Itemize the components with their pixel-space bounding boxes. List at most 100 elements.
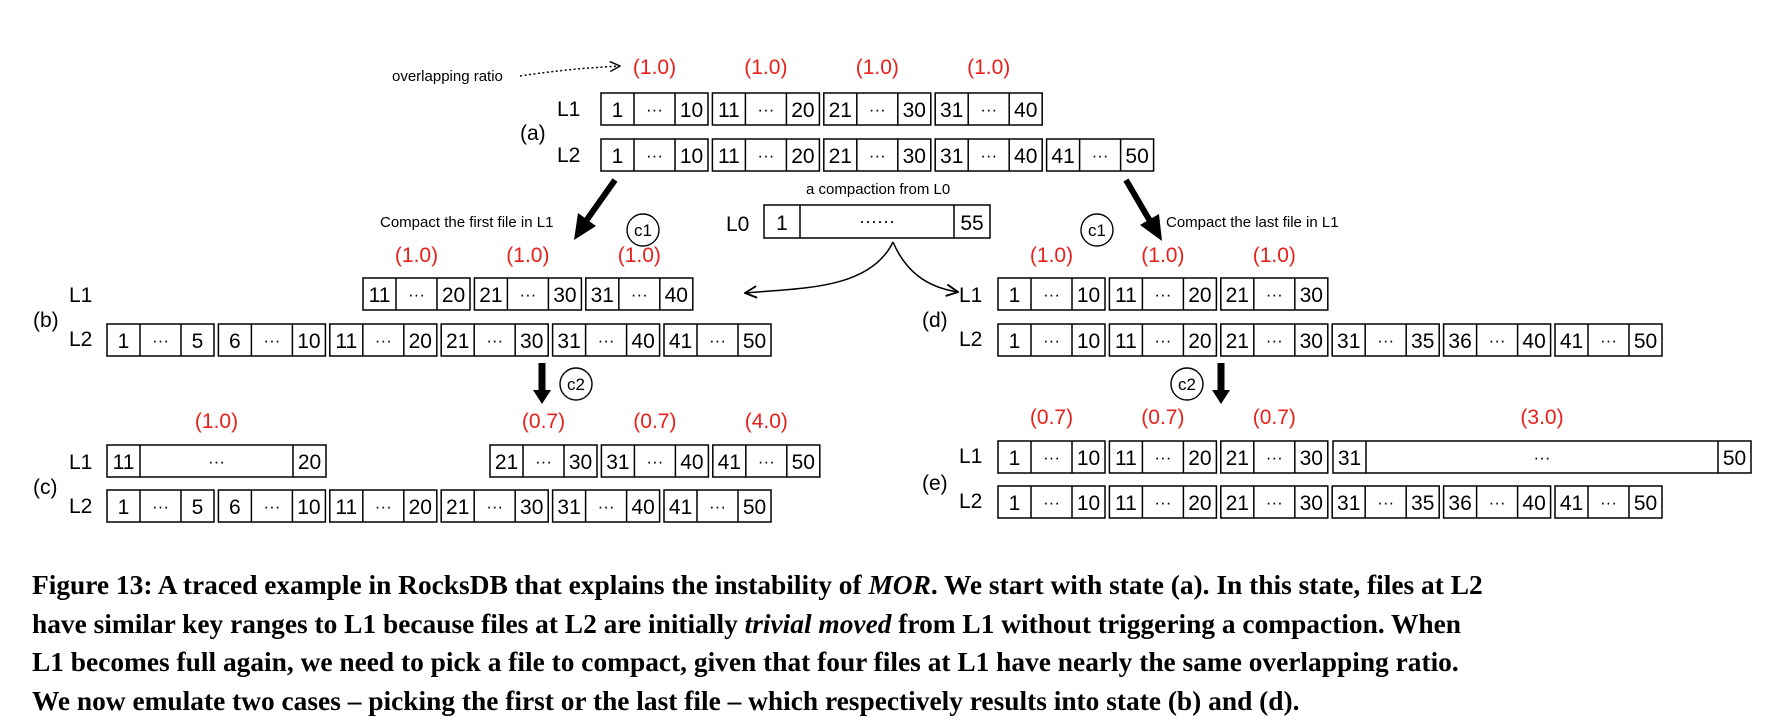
L0-to-b-arrow [745,241,894,293]
file-min-key: 1 [1009,447,1021,470]
file-min-key: 41 [718,451,741,474]
state-e-L2-file-4: 31···35 [1331,485,1440,519]
file-max-key: 30 [553,284,576,307]
caption-line-2-a: have similar key ranges to L1 because fi… [32,608,745,639]
caption-line-1: Figure 13: A traced example in RocksDB t… [32,566,1762,605]
state-e-L1-file-2: 11···20 [1108,440,1218,474]
state-c-L1-file-3: 31···40 [600,444,710,478]
file-min-key: 1 [118,330,130,353]
file-min-key: 6 [229,496,241,519]
file-min-key: 21 [495,451,518,474]
file-max-key: 35 [1411,330,1434,353]
state-e-L2-file-1: 1···10 [997,485,1106,519]
c1-marker-left-text: c1 [634,221,652,240]
file-ellipsis: ··· [1266,285,1283,304]
file-ellipsis: ··· [1489,493,1506,512]
state-c-L2-file-5: 31···40 [551,489,661,523]
state-d-ratio-1: (1.0) [1030,244,1073,267]
file-min-key: 21 [446,496,469,519]
file-max-key: 40 [1014,145,1037,168]
file-min-key: 41 [669,496,692,519]
c1-marker-right: c1 [1080,213,1114,247]
file-max-key: 30 [1300,492,1323,515]
file-min-key: 31 [1337,492,1360,515]
file-max-key: 30 [520,496,543,519]
file-ellipsis: ··· [263,331,280,350]
file-min-key: 1 [1009,492,1021,515]
file-min-key: 11 [335,496,357,519]
file-ellipsis: ··· [535,452,552,471]
file-ellipsis: ··· [709,497,726,516]
file-ellipsis: ··· [709,331,726,350]
state-e-L1-file-4: 31···50 [1332,440,1752,474]
file-ellipsis: ··· [152,331,169,350]
file-ellipsis: ··· [1600,493,1617,512]
file-ellipsis: ··· [980,100,997,119]
state-a-L2-file-5: 41···50 [1045,138,1155,172]
level-label-c-L2: L2 [69,495,92,518]
state-c-ratio-4: (4.0) [745,410,788,433]
level-label-e-L2: L2 [959,490,982,513]
state-c-ratio-2: (0.7) [522,410,565,433]
file-max-key: 30 [903,99,926,122]
state-c-ratio-3: (0.7) [633,410,676,433]
file-min-key: 36 [1448,492,1471,515]
state-d-L2-file-4: 31···35 [1331,323,1440,357]
file-ellipsis: ··· [208,452,225,471]
L0-to-d-arrow [892,241,958,292]
file-ellipsis: ··· [757,146,774,165]
file-max-key: 40 [1014,99,1037,122]
state-c-L1-file-2: 21···30 [489,444,598,478]
compact-last-label: Compact the last file in L1 [1166,214,1339,231]
file-ellipsis: ··· [631,285,648,304]
file-ellipsis: ··· [375,497,392,516]
state-c-L2-file-1: 1···5 [106,489,215,523]
a-to-b-arrow [574,178,618,240]
file-max-key: 50 [1634,330,1657,353]
state-c-label: (c) [33,476,58,499]
caption-line-2: have similar key ranges to L1 because fi… [32,605,1762,644]
file-ellipsis: ··· [598,497,615,516]
d-to-e-arrow [1212,363,1230,404]
file-ellipsis: ··· [869,100,886,119]
file-ellipsis: ··· [869,146,886,165]
file-min-key: 21 [1226,330,1249,353]
compact-first-label: Compact the first file in L1 [380,214,553,231]
file-min-key: 21 [1226,447,1249,470]
figure-caption: Figure 13: A traced example in RocksDB t… [32,566,1762,720]
file-ellipsis: ··· [486,497,503,516]
state-e-L2-file-6: 41···50 [1554,485,1663,519]
file-min-key: 1 [1009,330,1021,353]
file-ellipsis: ··· [1154,493,1171,512]
file-min-key: 1 [118,496,130,519]
file-max-key: 50 [1723,447,1746,470]
state-d-L1-file-3: 21···30 [1220,277,1329,311]
c2-marker-right: c2 [1170,367,1204,401]
file-ellipsis: ··· [646,452,663,471]
file-ellipsis: ··· [152,497,169,516]
file-max-key: 40 [665,284,688,307]
state-d-ratio-3: (1.0) [1253,244,1296,267]
state-c-L1-file-4: 41···50 [712,444,821,478]
file-max-key: 20 [1188,330,1211,353]
state-b-L2-file-2: 6···10 [217,323,327,357]
c1-marker-right-text: c1 [1088,221,1106,240]
file-max-key: 40 [631,330,654,353]
level-label-b-L2: L2 [69,328,92,351]
state-a-ratio-4: (1.0) [967,56,1010,79]
file-max-key: 50 [1125,145,1148,168]
file-max-key: 30 [1300,330,1323,353]
file-max-key: 30 [520,330,543,353]
file-min-key: 21 [829,145,852,168]
file-ellipsis: ··· [980,146,997,165]
file-max-key: 50 [743,330,766,353]
file-max-key: 20 [791,99,814,122]
L0-file-ellipsis: ······ [859,211,895,231]
L0-file-min: 1 [776,212,788,235]
file-min-key: 41 [1560,330,1583,353]
file-max-key: 20 [1188,284,1211,307]
a-compaction-from-L0-label: a compaction from L0 [806,181,950,198]
level-label-c-L1: L1 [69,451,92,474]
file-max-key: 50 [743,496,766,519]
file-min-key: 31 [557,330,580,353]
